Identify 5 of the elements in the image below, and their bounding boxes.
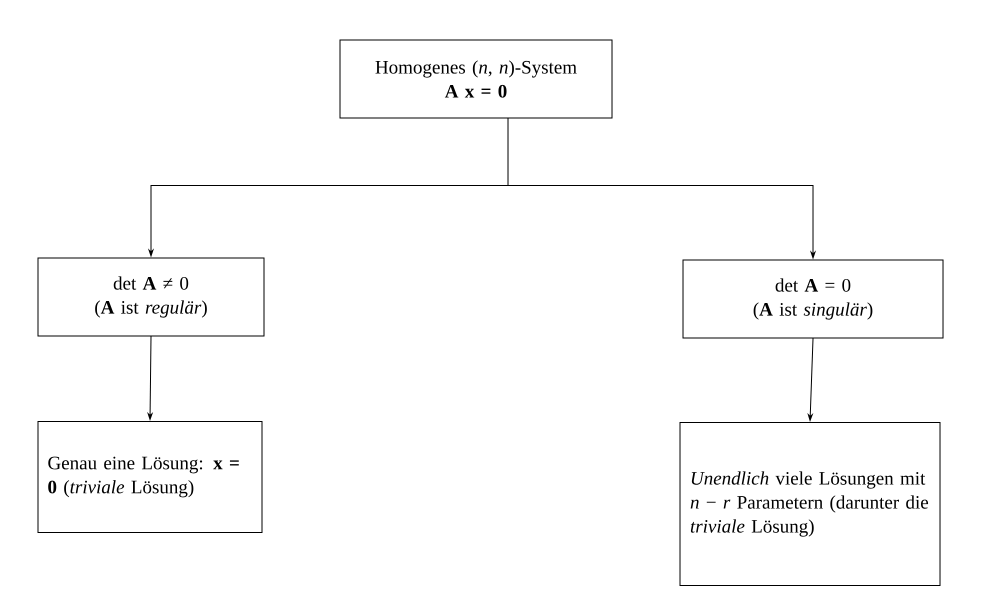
box: det A = 0 (A ist singulär)	[682, 260, 944, 338]
box: det A ≠ 0 (A ist regulär)	[38, 258, 264, 336]
box: Unendlich viele Lösungen mit n − r Parametern (darunter die triviale Lösung)	[680, 422, 941, 586]
box: Homogenes (n, n)-System A x = 0	[340, 40, 612, 118]
box: Genau eine Lösung: x = 0 (triviale Lösung)	[38, 421, 262, 533]
